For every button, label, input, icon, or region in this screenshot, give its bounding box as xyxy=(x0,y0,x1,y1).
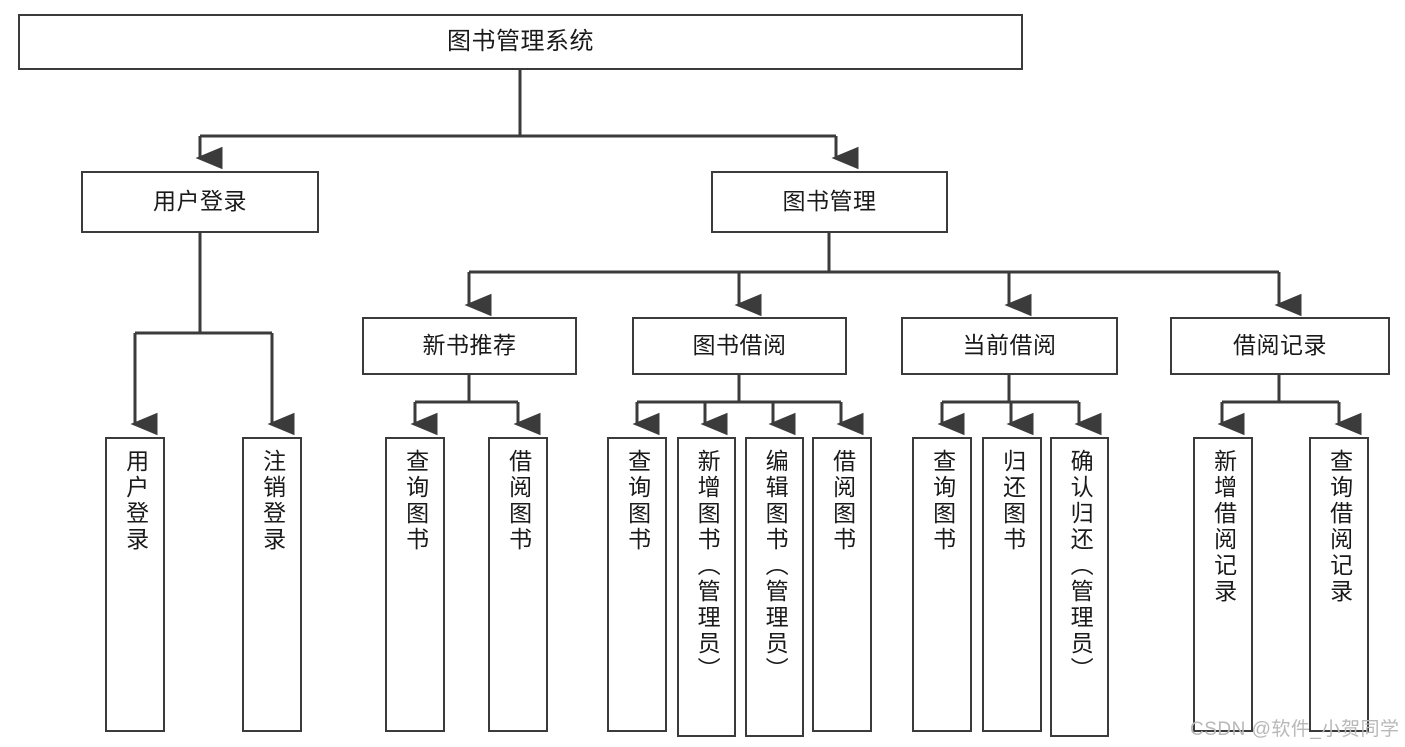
node-label: 查询借阅记录 xyxy=(1326,449,1353,605)
node-leaf-add-book-admin[interactable]: 新增图书（管理员） xyxy=(677,437,736,737)
node-leaf-query-book-1[interactable]: 查询图书 xyxy=(385,437,445,732)
node-label: 注销登录 xyxy=(259,449,286,553)
node-label: 新增图书（管理员） xyxy=(694,449,721,683)
node-label: 图书管理系统 xyxy=(447,27,594,55)
node-leaf-query-borrow-record[interactable]: 查询借阅记录 xyxy=(1309,437,1369,732)
node-label: 借阅记录 xyxy=(1233,332,1327,359)
node-label: 编辑图书（管理员） xyxy=(762,449,789,683)
node-book-borrow[interactable]: 图书借阅 xyxy=(632,317,847,375)
node-leaf-query-book-3[interactable]: 查询图书 xyxy=(912,437,972,732)
node-label: 图书借阅 xyxy=(692,332,787,359)
node-label: 查询图书 xyxy=(402,449,429,553)
node-label: 新书推荐 xyxy=(422,332,517,359)
node-user-login[interactable]: 用户登录 xyxy=(81,171,319,233)
node-label: 借阅图书 xyxy=(829,449,856,553)
node-leaf-return-book[interactable]: 归还图书 xyxy=(982,437,1042,732)
node-label: 归还图书 xyxy=(999,449,1026,553)
node-label: 新增借阅记录 xyxy=(1210,449,1237,605)
node-leaf-user-login[interactable]: 用户登录 xyxy=(105,437,165,732)
node-new-book-recommend[interactable]: 新书推荐 xyxy=(362,317,577,375)
node-label: 当前借阅 xyxy=(962,332,1057,359)
node-book-management[interactable]: 图书管理 xyxy=(711,171,948,233)
node-label: 查询图书 xyxy=(624,449,651,553)
node-borrow-record[interactable]: 借阅记录 xyxy=(1170,317,1390,375)
csdn-watermark: CSDN @软件_小贺同学 xyxy=(1190,719,1400,740)
node-label: 确认归还（管理员） xyxy=(1067,449,1094,683)
node-label: 用户登录 xyxy=(122,449,149,553)
node-leaf-confirm-return-admin[interactable]: 确认归还（管理员） xyxy=(1050,437,1109,737)
node-label: 借阅图书 xyxy=(505,449,532,553)
node-leaf-query-book-2[interactable]: 查询图书 xyxy=(607,437,667,732)
node-label: 查询图书 xyxy=(929,449,956,553)
node-label: 图书管理 xyxy=(782,188,877,215)
node-leaf-edit-book-admin[interactable]: 编辑图书（管理员） xyxy=(745,437,804,737)
node-current-borrow[interactable]: 当前借阅 xyxy=(901,317,1118,375)
node-leaf-borrow-book-2[interactable]: 借阅图书 xyxy=(812,437,872,732)
node-leaf-logout-login[interactable]: 注销登录 xyxy=(242,437,302,732)
node-label: 用户登录 xyxy=(153,188,247,215)
node-leaf-borrow-book-1[interactable]: 借阅图书 xyxy=(488,437,548,732)
node-leaf-add-borrow-record[interactable]: 新增借阅记录 xyxy=(1193,437,1253,732)
node-root-book-management-system[interactable]: 图书管理系统 xyxy=(18,14,1023,70)
